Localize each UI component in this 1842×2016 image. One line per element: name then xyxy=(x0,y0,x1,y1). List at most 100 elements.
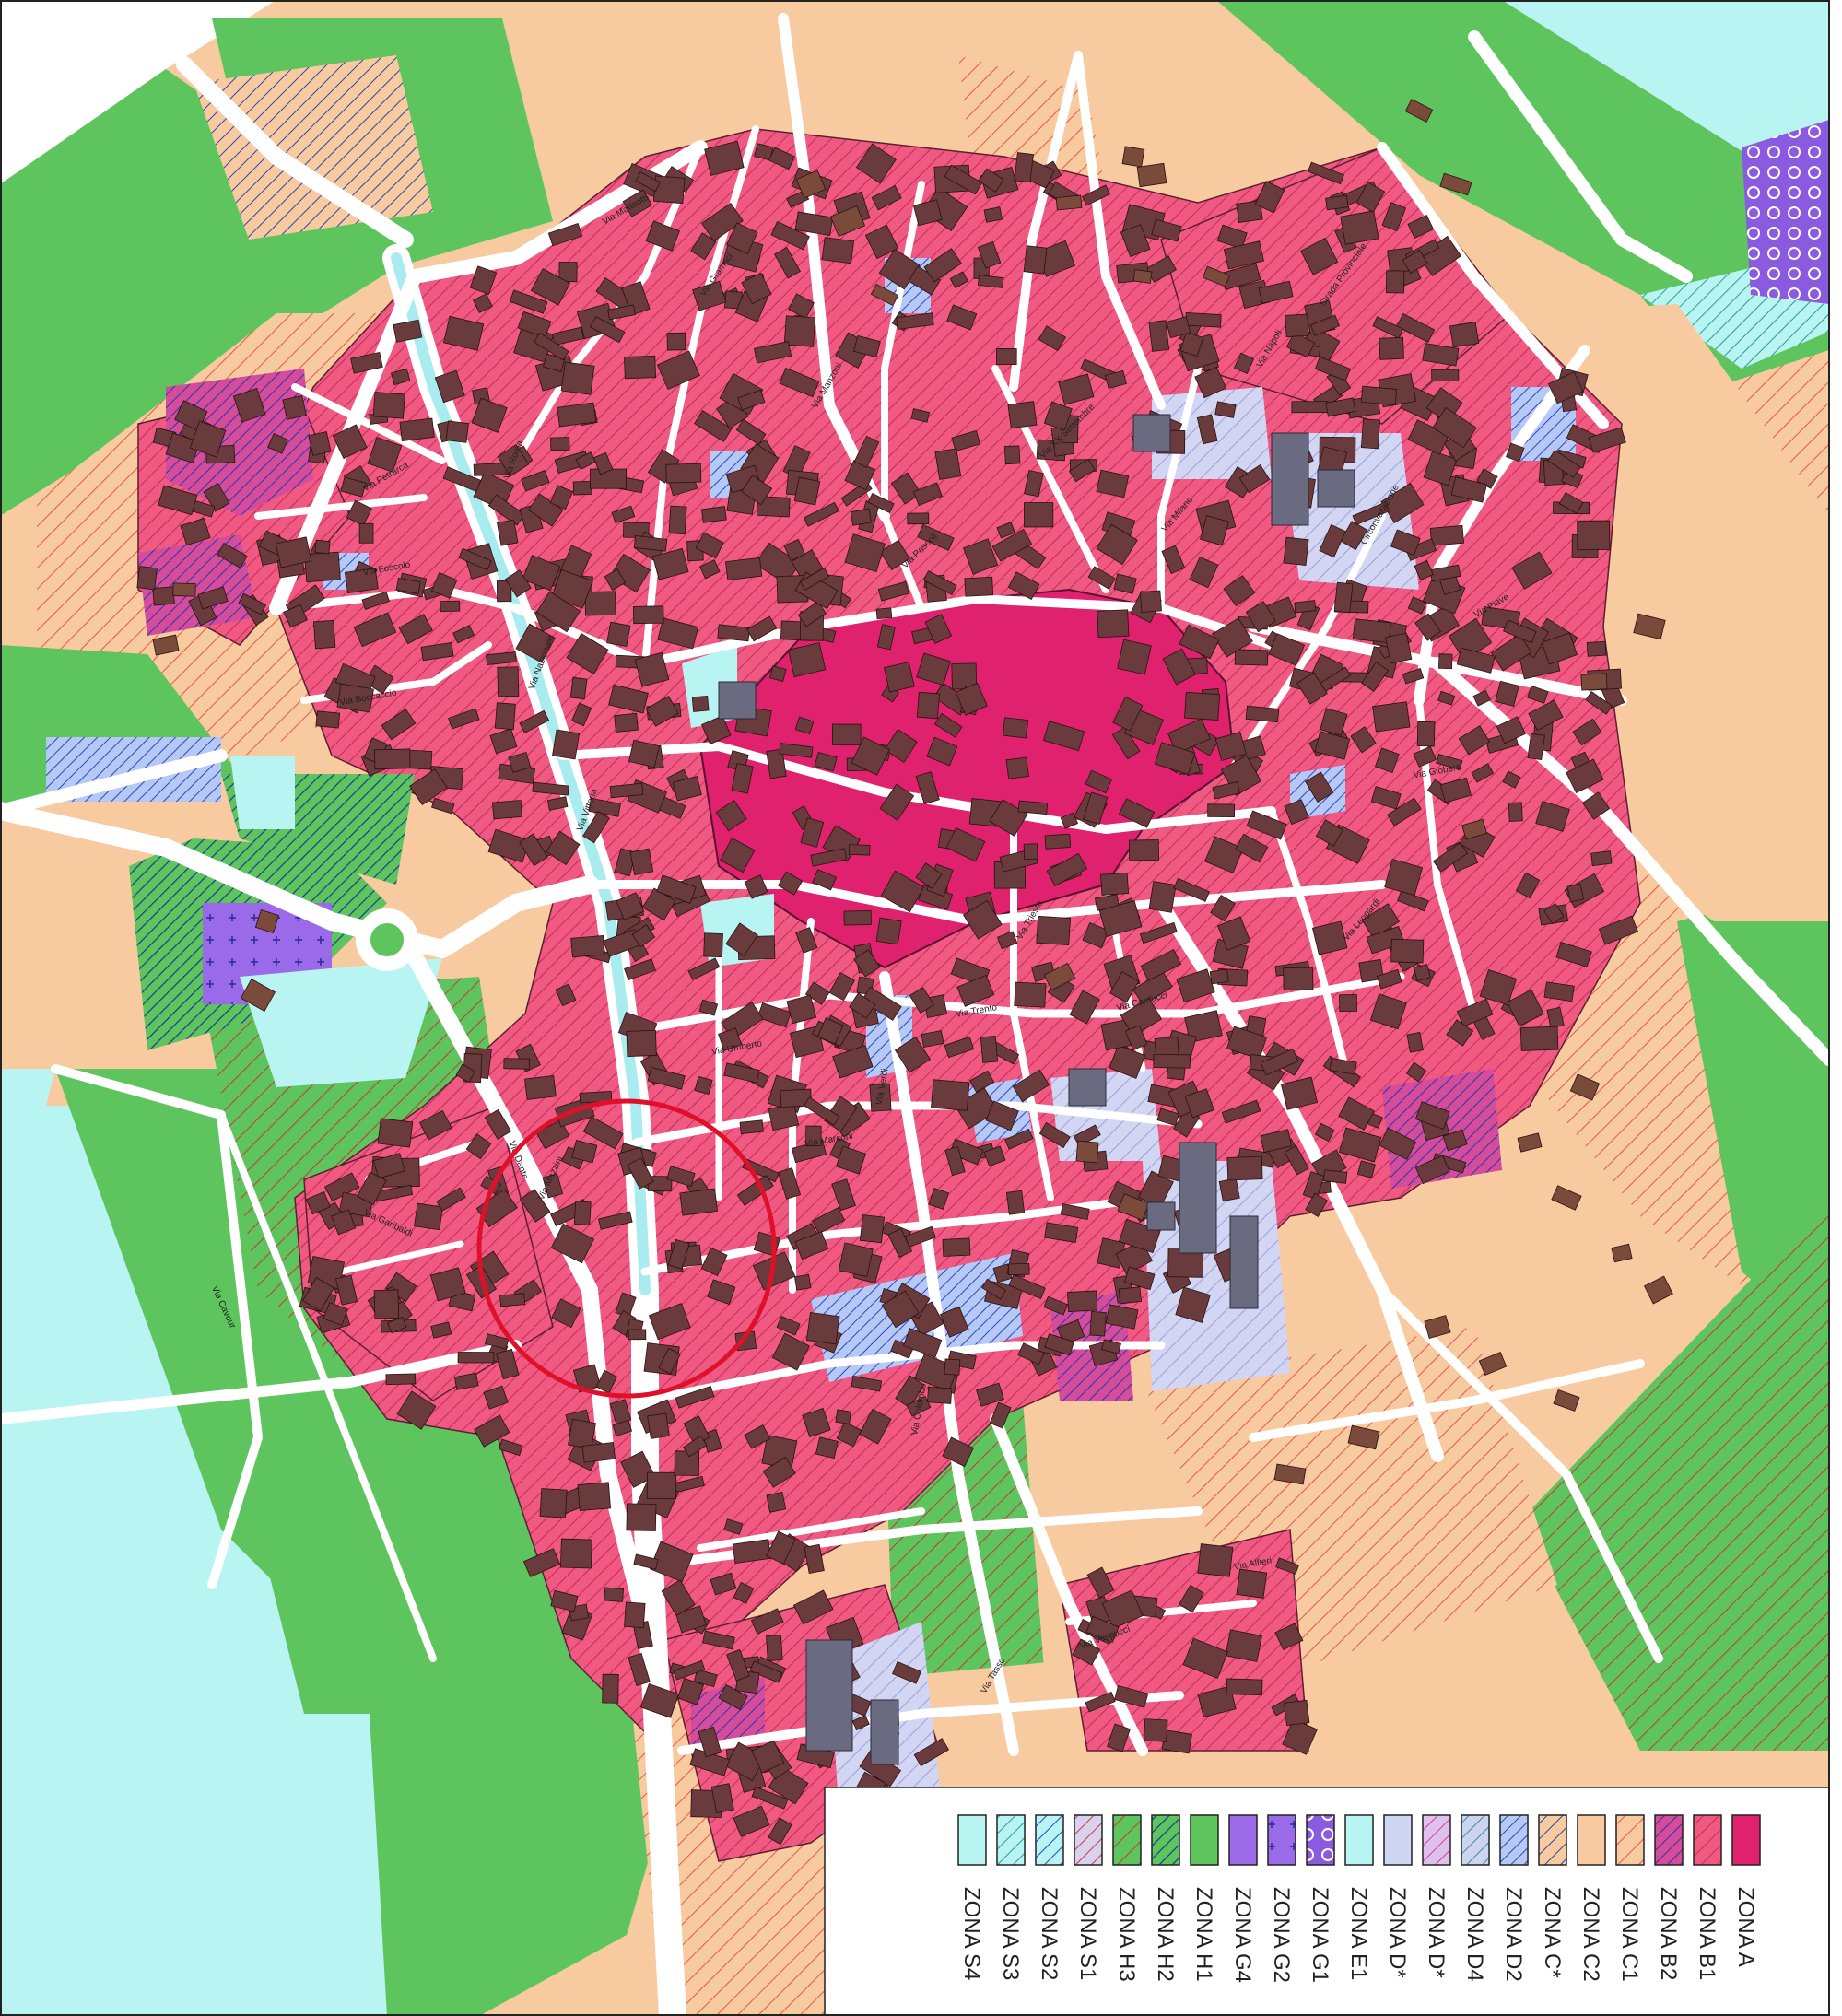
building xyxy=(944,1358,961,1376)
building xyxy=(1437,690,1456,706)
building xyxy=(1515,872,1541,899)
building xyxy=(951,429,981,452)
building xyxy=(755,542,801,585)
building xyxy=(715,800,747,832)
building xyxy=(836,1421,862,1448)
building xyxy=(197,586,229,610)
building xyxy=(744,1424,771,1449)
building xyxy=(1245,601,1276,633)
building xyxy=(1414,1101,1450,1130)
building xyxy=(657,617,699,650)
building xyxy=(1285,313,1309,338)
building xyxy=(1305,771,1334,803)
building xyxy=(448,708,480,730)
building xyxy=(535,1119,570,1150)
building xyxy=(1543,981,1575,1002)
road-inner-26 xyxy=(697,1507,925,1552)
building xyxy=(725,922,758,956)
building xyxy=(1254,181,1285,214)
building xyxy=(496,1348,520,1380)
building xyxy=(626,1503,657,1531)
building xyxy=(473,293,493,313)
building xyxy=(1282,1718,1318,1755)
building xyxy=(647,1412,670,1439)
building xyxy=(1448,617,1493,662)
building xyxy=(812,1207,846,1235)
building xyxy=(440,600,461,613)
building xyxy=(674,1450,700,1476)
building xyxy=(1372,316,1404,339)
building xyxy=(522,555,561,592)
building xyxy=(542,1173,564,1199)
building xyxy=(1096,469,1130,498)
building xyxy=(581,1442,616,1463)
building xyxy=(673,1659,706,1681)
building xyxy=(892,1660,922,1684)
building xyxy=(983,206,1003,223)
public-building xyxy=(1146,1201,1176,1231)
building xyxy=(469,265,498,295)
building xyxy=(1082,921,1109,949)
building xyxy=(1449,322,1480,348)
building xyxy=(1598,915,1639,945)
building xyxy=(1285,332,1316,358)
building xyxy=(373,1289,400,1319)
building xyxy=(611,505,636,524)
building xyxy=(524,1075,557,1100)
building xyxy=(1479,969,1518,1006)
building xyxy=(964,576,994,597)
building xyxy=(1184,691,1221,721)
building xyxy=(1140,948,1182,981)
building xyxy=(955,682,988,716)
building xyxy=(672,776,702,802)
legend-swatch xyxy=(1731,1814,1761,1866)
building xyxy=(395,577,421,594)
building xyxy=(497,666,520,697)
building xyxy=(645,220,680,252)
building xyxy=(1590,850,1613,867)
building xyxy=(675,1386,715,1409)
road-inner-7 xyxy=(640,1341,1166,1405)
building xyxy=(1325,194,1349,211)
building xyxy=(639,1682,680,1718)
building xyxy=(704,140,745,176)
building xyxy=(855,143,897,184)
road-east-3 xyxy=(1431,657,1836,1066)
building xyxy=(1356,1160,1376,1178)
building xyxy=(762,1457,796,1488)
building xyxy=(922,570,957,596)
building xyxy=(646,1471,677,1500)
building xyxy=(778,1167,802,1200)
building xyxy=(849,992,876,1019)
building xyxy=(1633,613,1666,640)
building xyxy=(1179,332,1204,357)
building xyxy=(1008,1262,1030,1276)
zone-s4-west-strip xyxy=(0,1069,55,1143)
building xyxy=(331,1209,357,1236)
building xyxy=(944,164,983,195)
building xyxy=(622,189,653,217)
building xyxy=(754,143,774,161)
building xyxy=(1268,633,1306,666)
building xyxy=(694,410,733,442)
building xyxy=(474,1414,510,1448)
building xyxy=(377,1118,414,1148)
building xyxy=(881,1290,920,1329)
building xyxy=(1361,903,1401,939)
legend-swatch xyxy=(1074,1814,1103,1866)
building xyxy=(1118,1286,1143,1305)
building xyxy=(1148,320,1170,352)
building xyxy=(1117,1193,1150,1221)
building xyxy=(1397,889,1429,912)
building xyxy=(656,350,700,391)
building xyxy=(398,614,433,645)
building xyxy=(734,1330,757,1352)
building xyxy=(1151,218,1182,242)
building xyxy=(969,1070,995,1093)
building xyxy=(1087,566,1116,590)
building xyxy=(1132,269,1153,284)
legend-label: ZONA C2 xyxy=(1578,1887,1603,1982)
building xyxy=(803,501,839,527)
